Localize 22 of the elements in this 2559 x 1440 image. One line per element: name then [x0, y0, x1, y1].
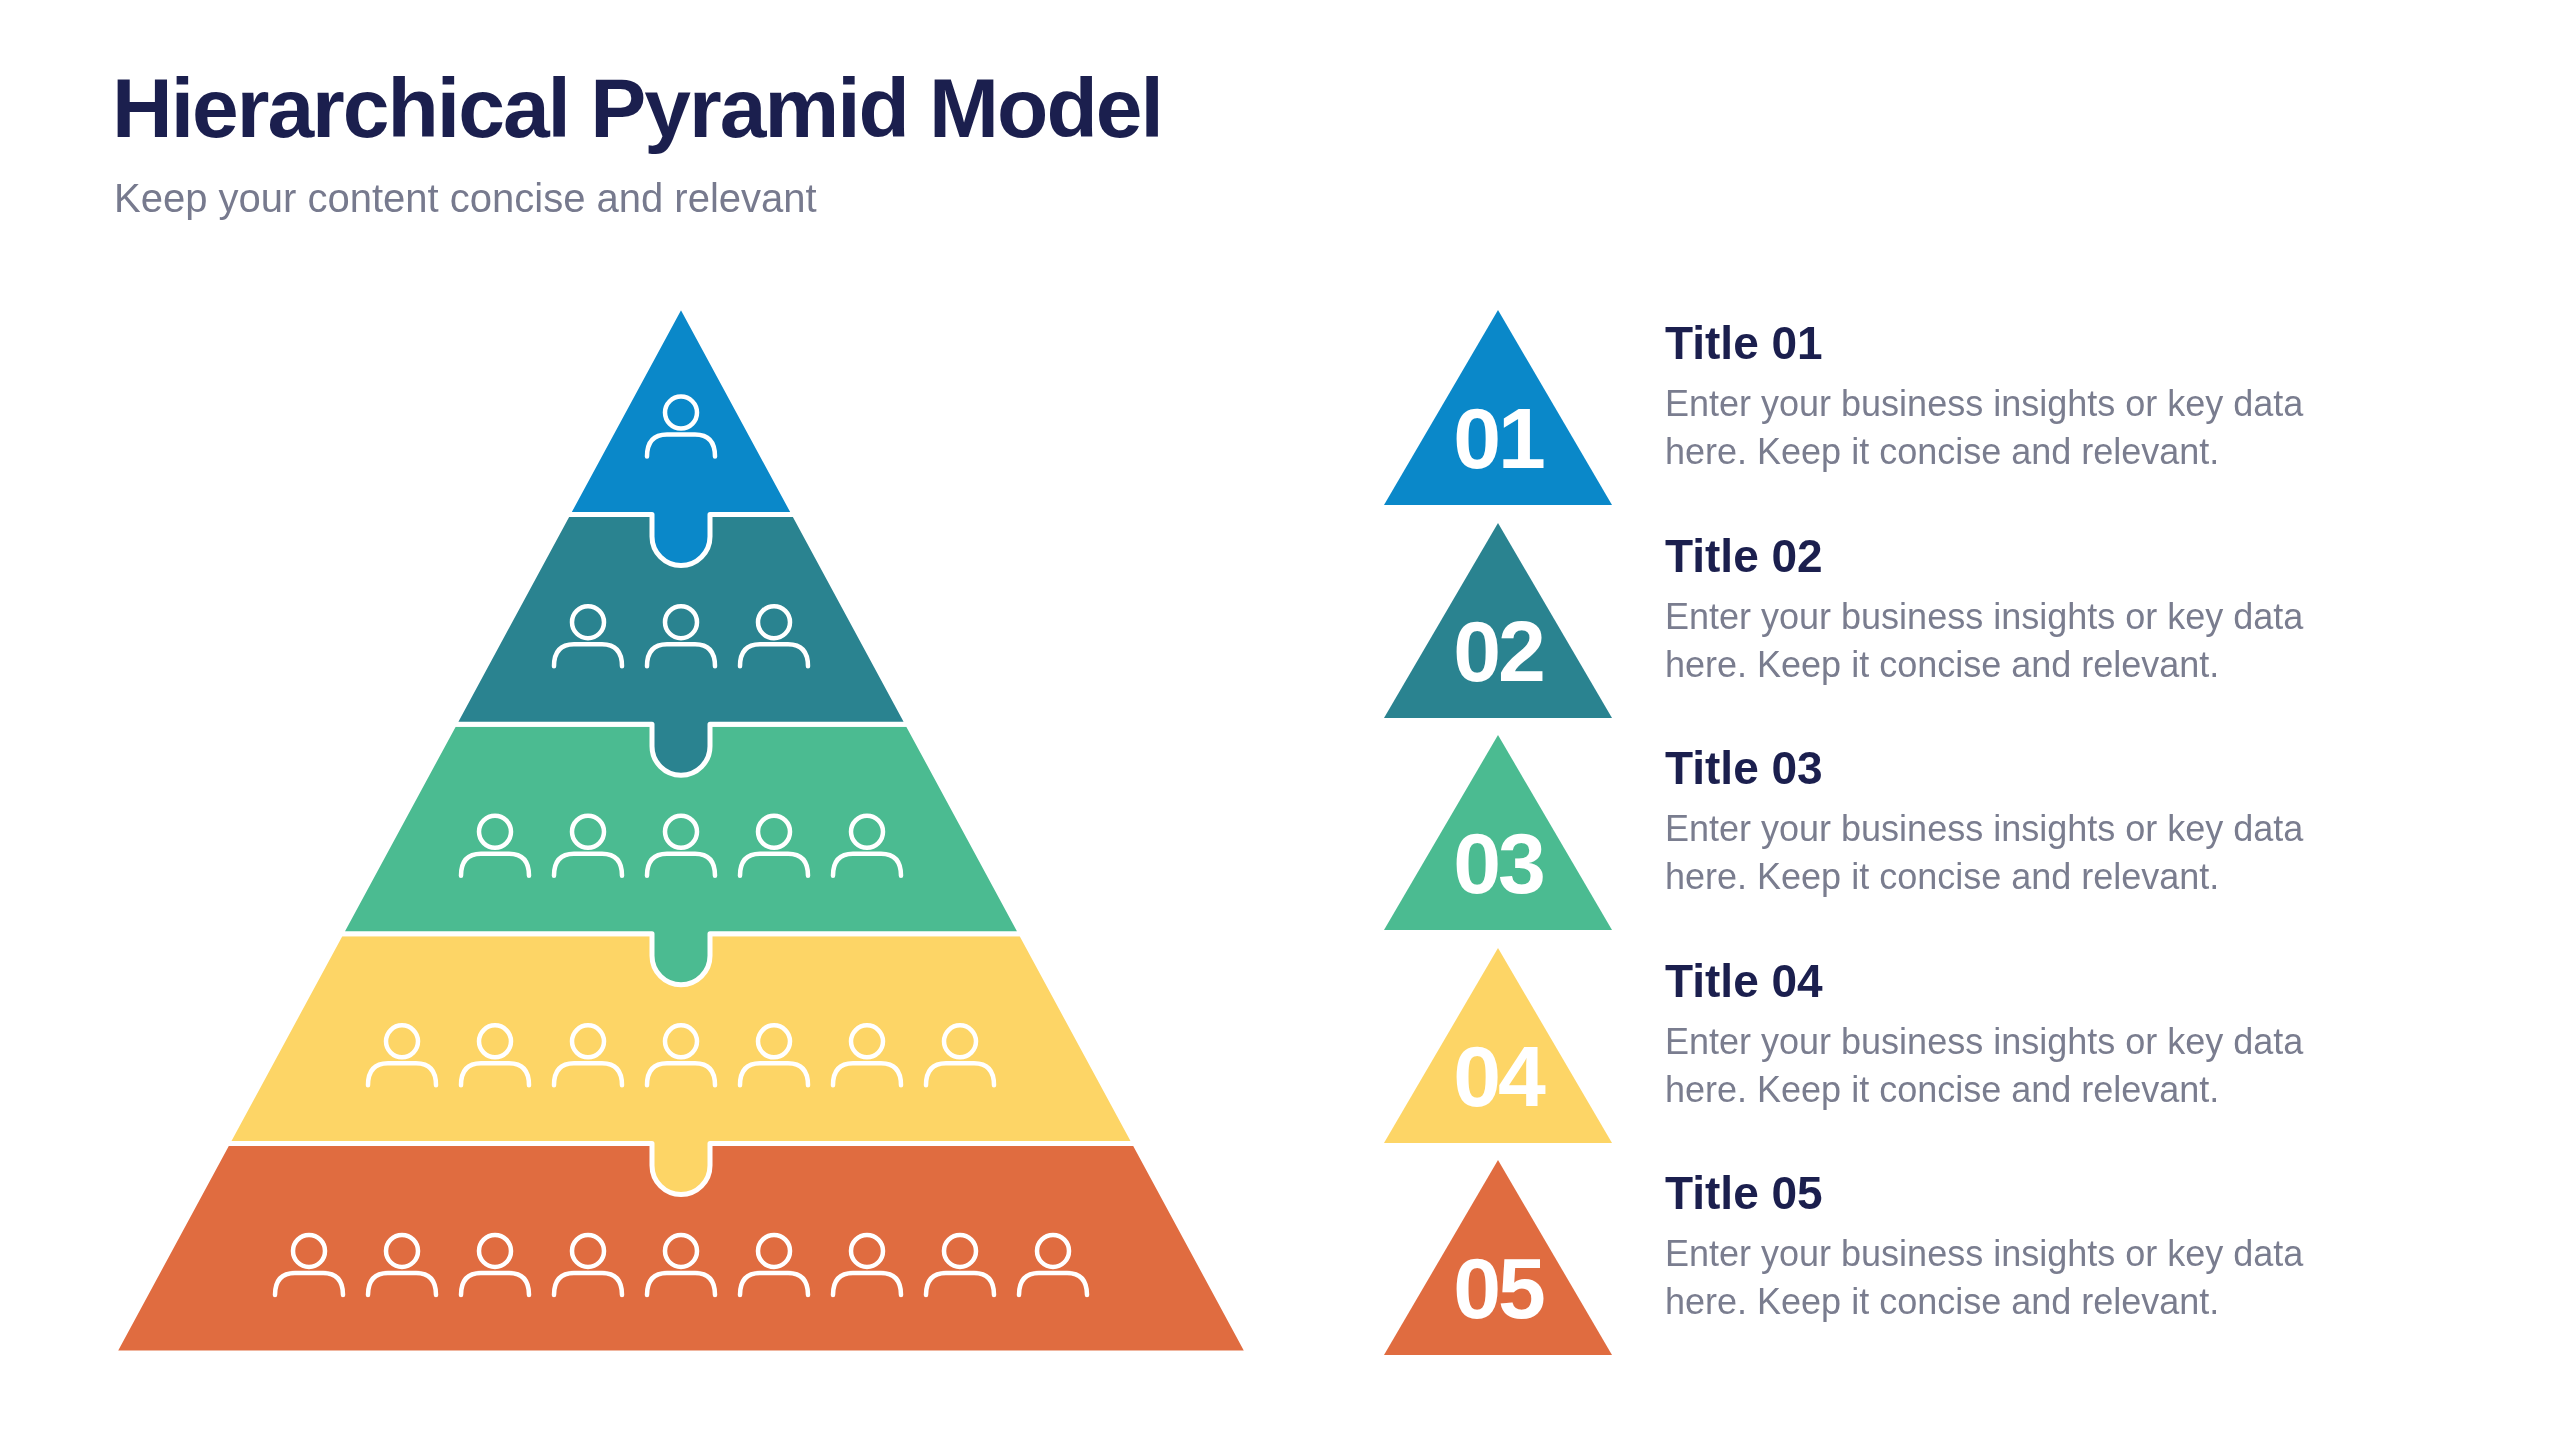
step-number: 02 — [1452, 601, 1544, 701]
item-description: Enter your business insights or key data here. Keep it concise and relevant. — [1665, 1232, 2305, 1325]
title: Hierarchical Pyramid Model — [112, 60, 1162, 157]
step-number: 04 — [1452, 1026, 1545, 1126]
item-description: Enter your business insights or key data here. Keep it concise and relevant. — [1665, 382, 2305, 474]
triangle-badge — [1384, 522, 1612, 718]
step-number: 01 — [1452, 389, 1545, 488]
item-description: Enter your business insights or key data here. Keep it concise and relevant. — [1665, 594, 2305, 687]
step-number: 03 — [1452, 814, 1544, 914]
triangle-badge — [1384, 310, 1612, 505]
item-title: Title 03 — [1665, 741, 1823, 796]
subtitle: Keep your content concise and relevant — [114, 176, 817, 221]
step-number: 05 — [1452, 1239, 1545, 1339]
triangle-badge — [1384, 1160, 1612, 1356]
item-description: Enter your business insights or key data here. Keep it concise and relevant. — [1665, 1019, 2305, 1112]
triangle-badge — [1384, 735, 1612, 931]
item-title: Title 01 — [1665, 316, 1823, 370]
triangle-badge — [1384, 947, 1612, 1143]
item-description: Enter your business insights or key data here. Keep it concise and relevant. — [1665, 807, 2305, 900]
item-title: Title 05 — [1665, 1166, 1823, 1221]
item-title: Title 02 — [1665, 528, 1823, 583]
item-title: Title 04 — [1665, 953, 1823, 1008]
